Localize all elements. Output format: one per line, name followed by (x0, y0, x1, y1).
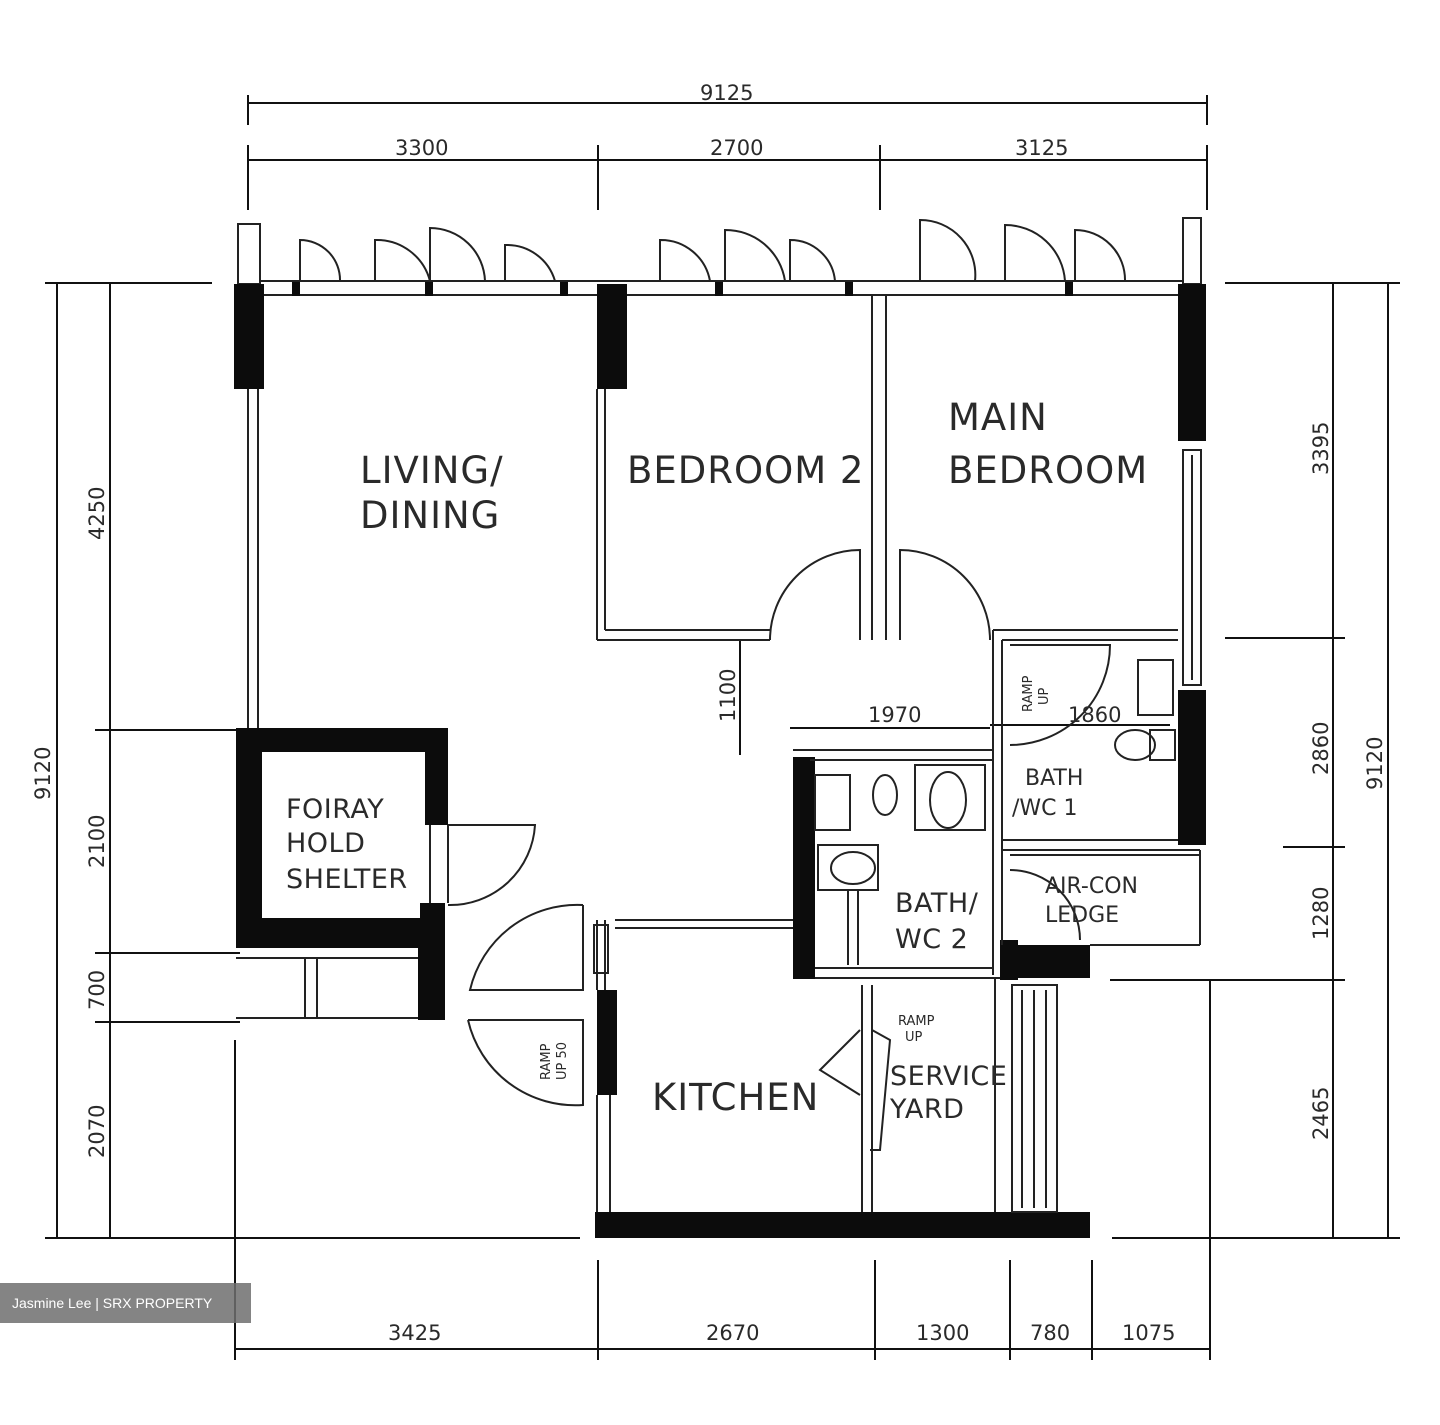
dim-right-2: 2860 (1309, 722, 1333, 775)
ramp-note-yard-1: RAMP (898, 1014, 935, 1029)
dim-right-3: 1280 (1309, 887, 1333, 940)
aircon-label-1: AIR-CON (1045, 874, 1138, 899)
kitchen-label: KITCHEN (652, 1076, 819, 1119)
dim-right-4: 2465 (1309, 1087, 1333, 1140)
aircon-label-2: LEDGE (1045, 903, 1119, 928)
fixtures (814, 659, 1176, 891)
bath2-label-1: BATH/ (895, 888, 979, 919)
dim-left-1: 4250 (85, 487, 109, 540)
dimension-lines (45, 95, 1400, 1360)
dim-left-3: 700 (85, 970, 109, 1010)
bath2-label-2: WC 2 (895, 924, 968, 955)
dim-bottom-4: 780 (1030, 1321, 1070, 1345)
service-yard-label-1: SERVICE (890, 1061, 1007, 1092)
dim-bottom-3: 1300 (916, 1321, 969, 1345)
ramp-note-bath1-2: UP (1037, 687, 1052, 705)
bath1-label-2: /WC 1 (1012, 796, 1078, 821)
dim-right-1: 3395 (1309, 422, 1333, 475)
doors (447, 548, 1112, 1151)
shelter-label-1: FOIRAY (286, 794, 384, 825)
bedroom2-label: BEDROOM 2 (627, 449, 864, 492)
dim-inner-corridor: 1100 (716, 669, 740, 722)
dim-inner-bath1: 1860 (1068, 703, 1121, 727)
dimension-labels: 9125 3300 2700 3125 3425 2670 1300 780 1… (31, 81, 1387, 1345)
dim-top-total: 9125 (700, 81, 753, 105)
ramp-note-yard-2: UP (905, 1030, 923, 1045)
dim-right-total: 9120 (1363, 737, 1387, 790)
shelter-label-2: HOLD (286, 828, 365, 859)
dim-bottom-2: 2670 (706, 1321, 759, 1345)
living-label-1: LIVING/ (360, 449, 504, 492)
ramp-notes: RAMP UP RAMP UP 50 RAMP UP (539, 675, 1052, 1080)
living-label-2: DINING (360, 494, 500, 537)
room-labels: LIVING/ DINING BEDROOM 2 MAIN BEDROOM FO… (286, 396, 1148, 1125)
dim-top-1: 3300 (395, 136, 448, 160)
bath1-label-1: BATH (1025, 766, 1083, 791)
dim-left-4: 2070 (85, 1105, 109, 1158)
dim-bottom-1: 3425 (388, 1321, 441, 1345)
shelter-label-3: SHELTER (286, 864, 408, 895)
ramp-note-entry-1: RAMP (539, 1043, 554, 1080)
ramp-note-bath1-1: RAMP (1021, 675, 1036, 712)
structural-walls (234, 284, 1206, 1238)
ramp-note-entry-2: UP 50 (555, 1042, 570, 1080)
interior-walls (236, 296, 1202, 1213)
main-bedroom-label-2: BEDROOM (948, 449, 1148, 492)
top-facade-posts (292, 282, 1073, 296)
dim-top-3: 3125 (1015, 136, 1068, 160)
service-yard-label-2: YARD (889, 1094, 964, 1125)
dim-bottom-5: 1075 (1122, 1321, 1175, 1345)
dim-inner-bath2: 1970 (868, 703, 921, 727)
watermark-caption: Jasmine Lee | SRX PROPERTY (0, 1283, 251, 1323)
dim-top-2: 2700 (710, 136, 763, 160)
dim-left-2: 2100 (85, 815, 109, 868)
dim-left-total: 9120 (31, 747, 55, 800)
main-bedroom-label-1: MAIN (948, 396, 1048, 439)
